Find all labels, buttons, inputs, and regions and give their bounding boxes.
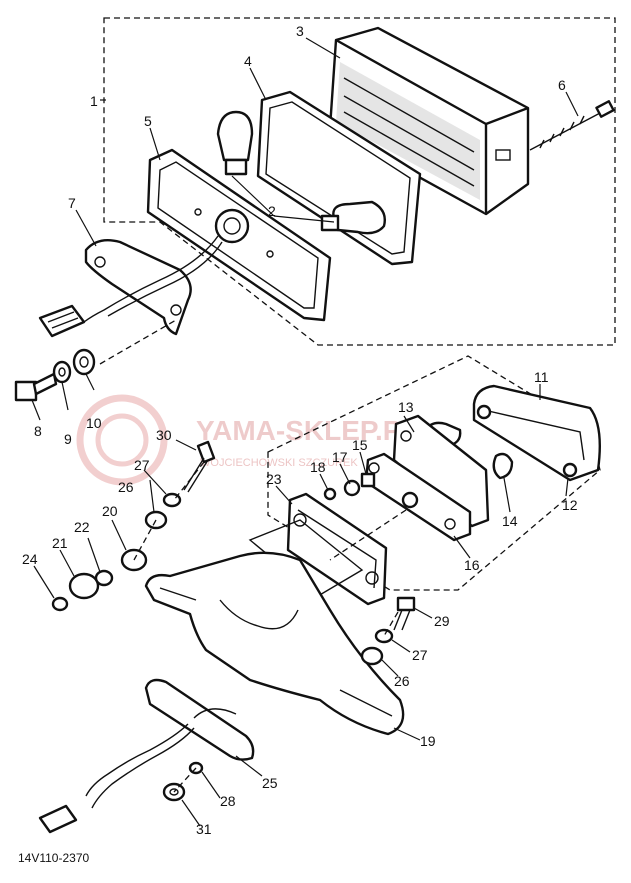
- callout-leaders: [31, 37, 579, 827]
- callout-10: 10: [86, 415, 102, 431]
- bulb-upper: [216, 110, 254, 176]
- callout-24: 24: [22, 551, 38, 567]
- callout-15: 15: [352, 437, 368, 453]
- callout-30: 30: [156, 427, 172, 443]
- callout-4: 4: [244, 53, 252, 69]
- callout-18: 18: [310, 459, 326, 475]
- collar-22: [94, 569, 114, 587]
- license-bracket: [144, 551, 405, 736]
- washer-27-right: [374, 628, 394, 644]
- callout-7: 7: [68, 195, 76, 211]
- callout-25: 25: [262, 775, 278, 791]
- watermark-subtext: WOJCIECHOWSKI SZCZUREK: [200, 457, 358, 469]
- assembly-lines: [99, 319, 407, 793]
- callout-23: 23: [266, 471, 282, 487]
- grommet-21: [68, 572, 100, 600]
- callout-11: 11: [534, 369, 549, 385]
- watermark-logo: [76, 394, 168, 486]
- callout-3: 3: [296, 23, 304, 39]
- callout-2: 2: [268, 203, 276, 219]
- callout-14: 14: [502, 513, 518, 529]
- nut-26-right: [360, 646, 384, 666]
- callout-26-left: 26: [118, 479, 134, 495]
- bolt-8: [14, 372, 58, 402]
- callout-17: 17: [332, 449, 348, 465]
- callout-26-right: 26: [394, 673, 410, 689]
- callout-6: 6: [558, 77, 566, 93]
- watermark-text: YAMA-SKLEP.PL: [196, 415, 419, 446]
- callout-27-left: 27: [134, 457, 150, 473]
- screw-6: [529, 100, 615, 151]
- callout-12: 12: [562, 497, 578, 513]
- callout-8: 8: [34, 423, 42, 439]
- bulb-lower: [320, 200, 386, 235]
- tail-light-assembly-boundary: [103, 17, 616, 346]
- watermark: YAMA-SKLEP.PL WOJCIECHOWSKI SZCZUREK: [76, 394, 419, 486]
- callout-16: 16: [464, 557, 480, 573]
- tail-light-base: [146, 148, 332, 322]
- callout-29: 29: [434, 613, 450, 629]
- grommet-10: [72, 348, 96, 376]
- callout-5: 5: [144, 113, 152, 129]
- nut-24: [51, 596, 69, 612]
- callout-13: 13: [398, 399, 414, 415]
- bolt-29: [393, 596, 416, 631]
- washer-9: [52, 360, 72, 384]
- license-light-assembly-boundary: [267, 355, 601, 591]
- callout-22: 22: [74, 519, 90, 535]
- callout-9: 9: [64, 431, 72, 447]
- callout-27-right: 27: [412, 647, 428, 663]
- tail-light-bracket: [84, 239, 192, 336]
- reflector-base: [38, 678, 255, 834]
- drawing-code: 14V110-2370: [18, 851, 90, 865]
- small-parts-15-17-18: [323, 472, 376, 501]
- callout-20: 20: [102, 503, 118, 519]
- callout-31: 31: [196, 821, 212, 837]
- callout-21: 21: [52, 535, 68, 551]
- callout-1: 1: [90, 93, 98, 109]
- callout-28: 28: [220, 793, 236, 809]
- callout-19: 19: [420, 733, 436, 749]
- license-lens-housing: [472, 384, 601, 482]
- callout-labels: 1 2 3 4 5 6 7 8 9 10 11 12 13 14 15 16 1…: [22, 23, 578, 837]
- tail-lens-housing: [328, 26, 530, 216]
- wire-harness: [38, 235, 223, 338]
